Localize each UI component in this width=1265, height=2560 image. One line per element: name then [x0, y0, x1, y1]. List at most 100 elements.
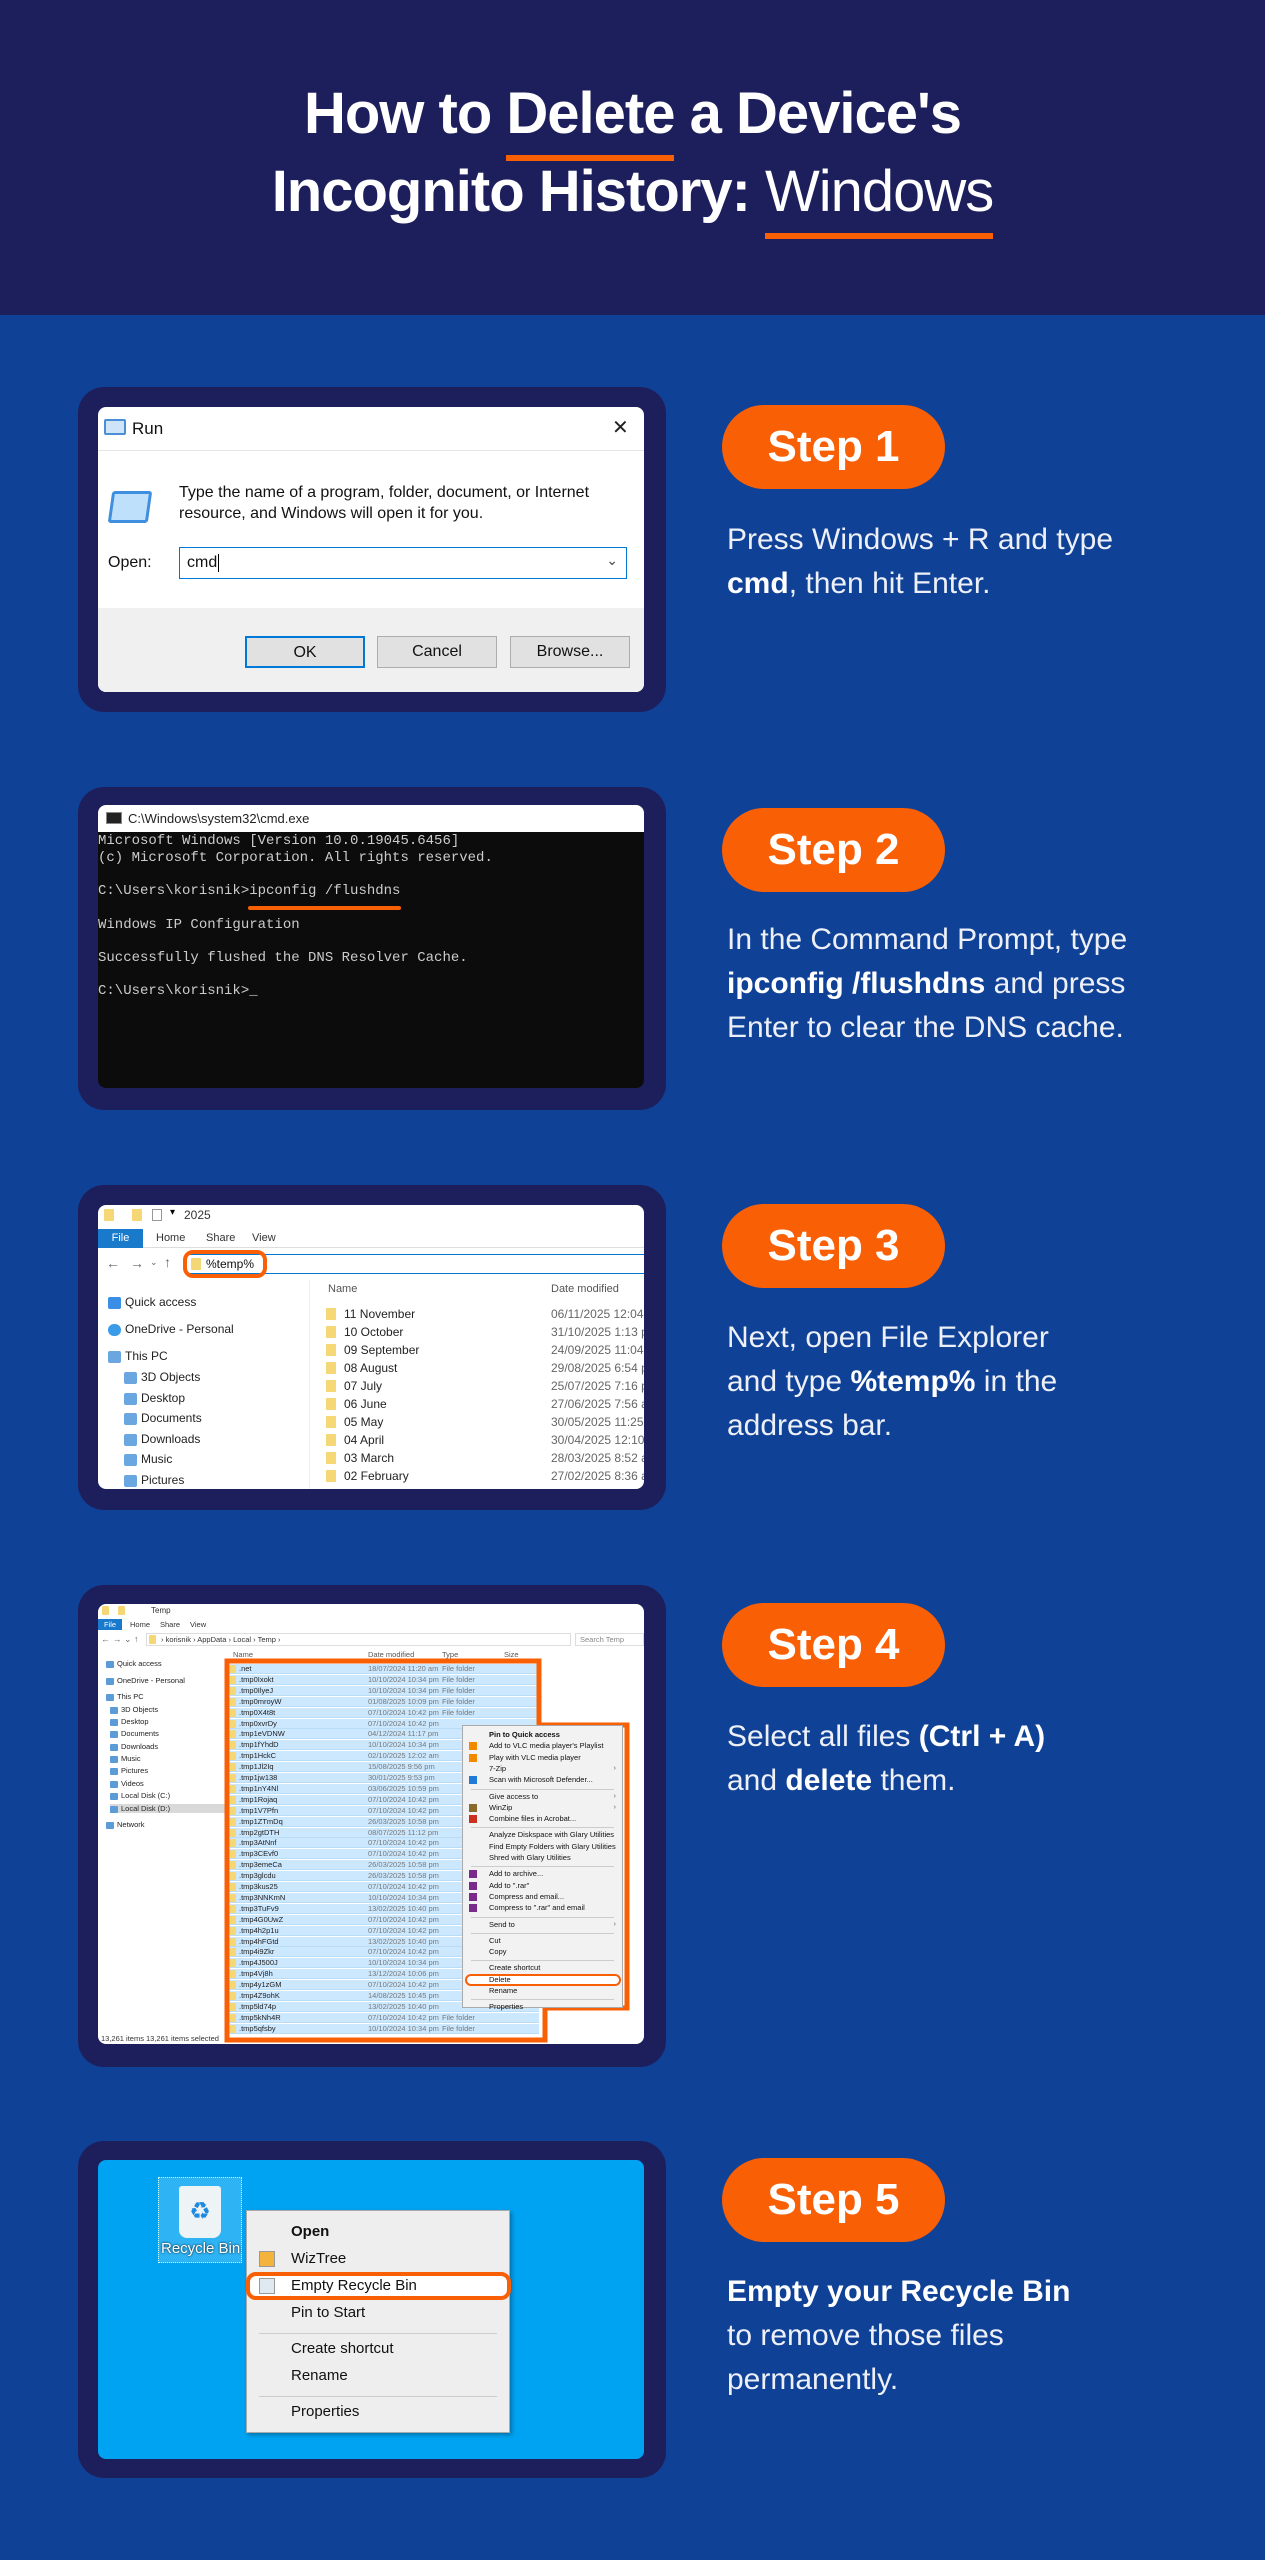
- nav-item[interactable]: This PC: [106, 1692, 144, 1701]
- menu-item-pin-to-quick-access[interactable]: Pin to Quick access: [463, 1730, 622, 1741]
- open-input[interactable]: cmd ⌄: [179, 547, 627, 579]
- nav-item[interactable]: Network: [106, 1820, 145, 1829]
- nav-item[interactable]: Downloads: [110, 1742, 158, 1751]
- menu-item-add-to-rar[interactable]: Add to ".rar": [463, 1881, 622, 1892]
- column-header-type[interactable]: Type: [442, 1650, 459, 1659]
- nav-item[interactable]: Pictures: [110, 1766, 148, 1775]
- menu-item-properties[interactable]: Properties: [247, 2401, 509, 2423]
- nav-item[interactable]: Quick access: [106, 1659, 162, 1668]
- menu-item-analyze-diskspace-with-glary-utilities[interactable]: Analyze Diskspace with Glary Utilities: [463, 1830, 622, 1841]
- tab-view[interactable]: View: [190, 1620, 207, 1629]
- column-header-size[interactable]: Size: [504, 1650, 519, 1659]
- nav-item-documents[interactable]: Documents: [124, 1411, 202, 1425]
- column-header-date-modified[interactable]: Date modified: [368, 1650, 415, 1659]
- address-bar[interactable]: › korisnik › AppData › Local › Temp ›: [146, 1633, 571, 1646]
- nav-item-pictures[interactable]: Pictures: [124, 1473, 184, 1487]
- nav-item-3d-objects[interactable]: 3D Objects: [124, 1370, 200, 1384]
- menu-item-give-access-to[interactable]: Give access to›: [463, 1791, 622, 1803]
- nav-item-downloads[interactable]: Downloads: [124, 1432, 200, 1446]
- nav-item[interactable]: Local Disk (D:): [110, 1804, 230, 1813]
- menu-item-wiztree[interactable]: WizTree: [247, 2248, 509, 2270]
- menu-item-empty-recycle-bin[interactable]: Empty Recycle Bin: [246, 2272, 511, 2300]
- menu-item-copy[interactable]: Copy: [463, 1947, 622, 1958]
- menu-item-play-with-vlc-media-player[interactable]: Play with VLC media player: [463, 1753, 622, 1764]
- nav-item[interactable]: 3D Objects: [110, 1705, 158, 1714]
- search-input[interactable]: Search Temp: [575, 1633, 644, 1646]
- cancel-button[interactable]: Cancel: [377, 636, 497, 668]
- menu-item-compress-to-rar-and-email[interactable]: Compress to ".rar" and email: [463, 1903, 622, 1914]
- tab-home[interactable]: Home: [130, 1620, 151, 1629]
- ok-button[interactable]: OK: [245, 636, 365, 668]
- menu-item-properties[interactable]: Properties: [463, 2002, 622, 2013]
- browse-button[interactable]: Browse...: [510, 636, 630, 668]
- back-arrow-icon[interactable]: ←: [106, 1255, 120, 1271]
- column-header-name[interactable]: Name: [328, 1283, 358, 1295]
- nav-item-music[interactable]: Music: [124, 1452, 172, 1466]
- back-arrow-icon[interactable]: ← → ⌄ ↑: [101, 1634, 139, 1644]
- menu-item-create-shortcut[interactable]: Create shortcut: [247, 2338, 509, 2360]
- nav-item-onedrive-personal[interactable]: OneDrive - Personal: [108, 1322, 234, 1336]
- tab-view[interactable]: View: [252, 1232, 276, 1244]
- address-bar[interactable]: %temp%: [186, 1254, 644, 1274]
- menu-item-add-to-archive[interactable]: Add to archive...: [463, 1869, 622, 1880]
- menu-item-scan-with-microsoft-defender[interactable]: Scan with Microsoft Defender...: [463, 1775, 622, 1786]
- column-header-name[interactable]: Name: [233, 1650, 254, 1659]
- menu-item-open[interactable]: Open: [247, 2221, 509, 2243]
- menu-item-pin-to-start[interactable]: Pin to Start: [247, 2302, 509, 2324]
- menu-item-7-zip[interactable]: 7-Zip›: [463, 1763, 622, 1775]
- nav-item[interactable]: Music: [110, 1754, 141, 1763]
- menu-item-create-shortcut[interactable]: Create shortcut: [463, 1963, 622, 1974]
- menu-item-rename[interactable]: Rename: [247, 2365, 509, 2387]
- menu-item-add-to-vlc-media-player-s-playlist[interactable]: Add to VLC media player's Playlist: [463, 1741, 622, 1752]
- nav-item-quick-access[interactable]: Quick access: [108, 1295, 196, 1309]
- up-arrow-icon[interactable]: ↑: [164, 1254, 171, 1270]
- menu-item-compress-and-email[interactable]: Compress and email...: [463, 1892, 622, 1903]
- tab-share[interactable]: Share: [206, 1232, 236, 1244]
- nav-item-desktop[interactable]: Desktop: [124, 1391, 185, 1405]
- quick-toolbar-dropdown-icon[interactable]: ▾: [170, 1207, 176, 1218]
- nav-item[interactable]: OneDrive - Personal: [106, 1676, 185, 1685]
- tab-share[interactable]: Share: [160, 1620, 181, 1629]
- forward-arrow-icon[interactable]: →: [130, 1255, 144, 1271]
- tab-file[interactable]: File: [98, 1229, 143, 1248]
- menu-item-rename[interactable]: Rename: [463, 1986, 622, 1997]
- nav-item[interactable]: Documents: [110, 1729, 159, 1738]
- tab-file[interactable]: File: [98, 1619, 122, 1630]
- menu-item-send-to[interactable]: Send to›: [463, 1919, 622, 1931]
- recycle-bin-desktop-icon[interactable]: ♻ Recycle Bin: [158, 2177, 242, 2263]
- menu-item-cut[interactable]: Cut: [463, 1936, 622, 1947]
- menu-item-combine-files-in-acrobat[interactable]: Combine files in Acrobat...: [463, 1814, 622, 1825]
